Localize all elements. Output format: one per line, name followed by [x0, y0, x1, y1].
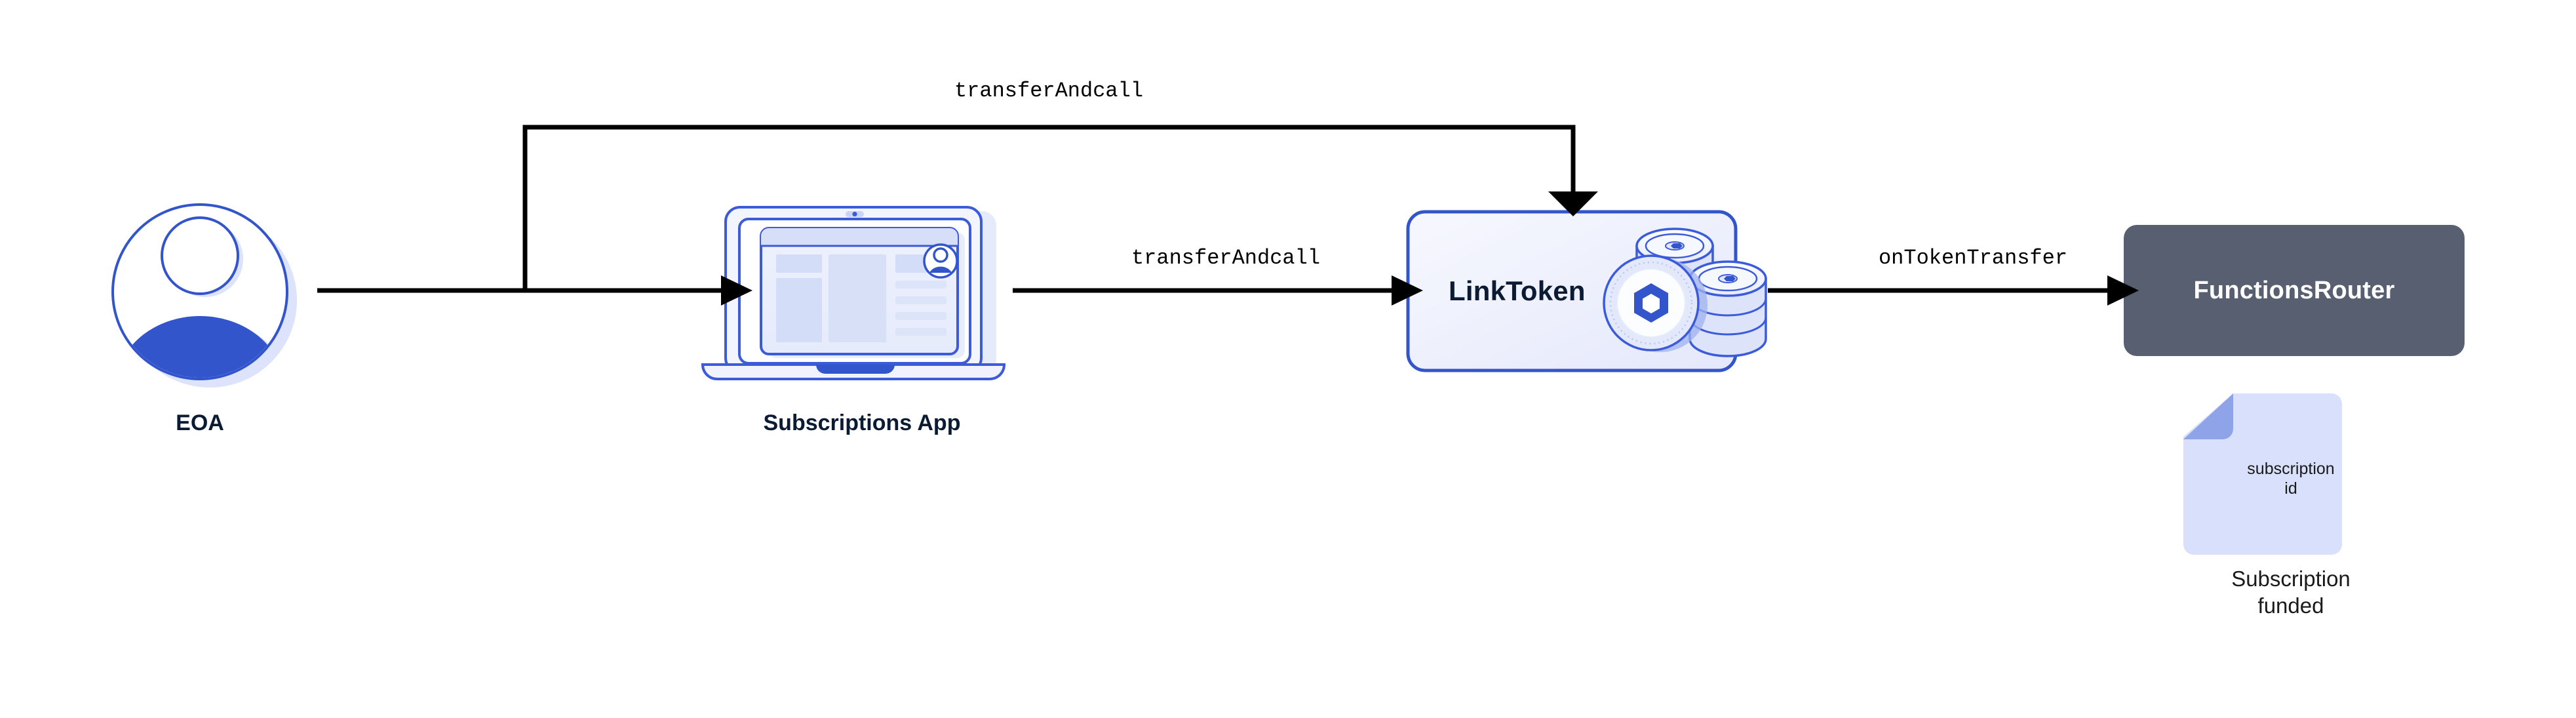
laptop-icon	[701, 206, 1006, 380]
arrowhead-layer	[721, 191, 2139, 306]
edge-eoa-linktoken	[522, 125, 1576, 290]
user-avatar-icon	[111, 203, 297, 388]
arrowhead-into-app	[721, 275, 752, 306]
node-label-functionsrouter: FunctionsRouter	[2193, 276, 2395, 304]
edge-label-transferandcall-top: transferAndcall	[954, 79, 1144, 103]
edge-label-ontokentransfer: onTokenTransfer	[1878, 246, 2068, 270]
arrowhead-into-linktoken-top	[1548, 191, 1598, 216]
document-icon	[2183, 393, 2342, 555]
document-inner-label: subscription id	[2247, 460, 2335, 498]
node-label-subscription-funded: Subscription funded	[2231, 567, 2351, 618]
node-label-linktoken: LinkToken	[1449, 275, 1586, 306]
functionsrouter-box	[2124, 225, 2465, 356]
arrowhead-into-router	[2107, 275, 2139, 306]
connector-layer	[317, 125, 2107, 293]
link-coin-stack-icon	[1603, 228, 1767, 357]
arrowhead-into-linktoken-left	[1392, 275, 1423, 306]
node-label-eoa: EOA	[176, 410, 224, 435]
edge-label-transferandcall-mid: transferAndcall	[1131, 246, 1321, 270]
laptop-screen-avatar-icon	[923, 243, 958, 279]
node-label-subscriptions-app: Subscriptions App	[763, 410, 961, 435]
